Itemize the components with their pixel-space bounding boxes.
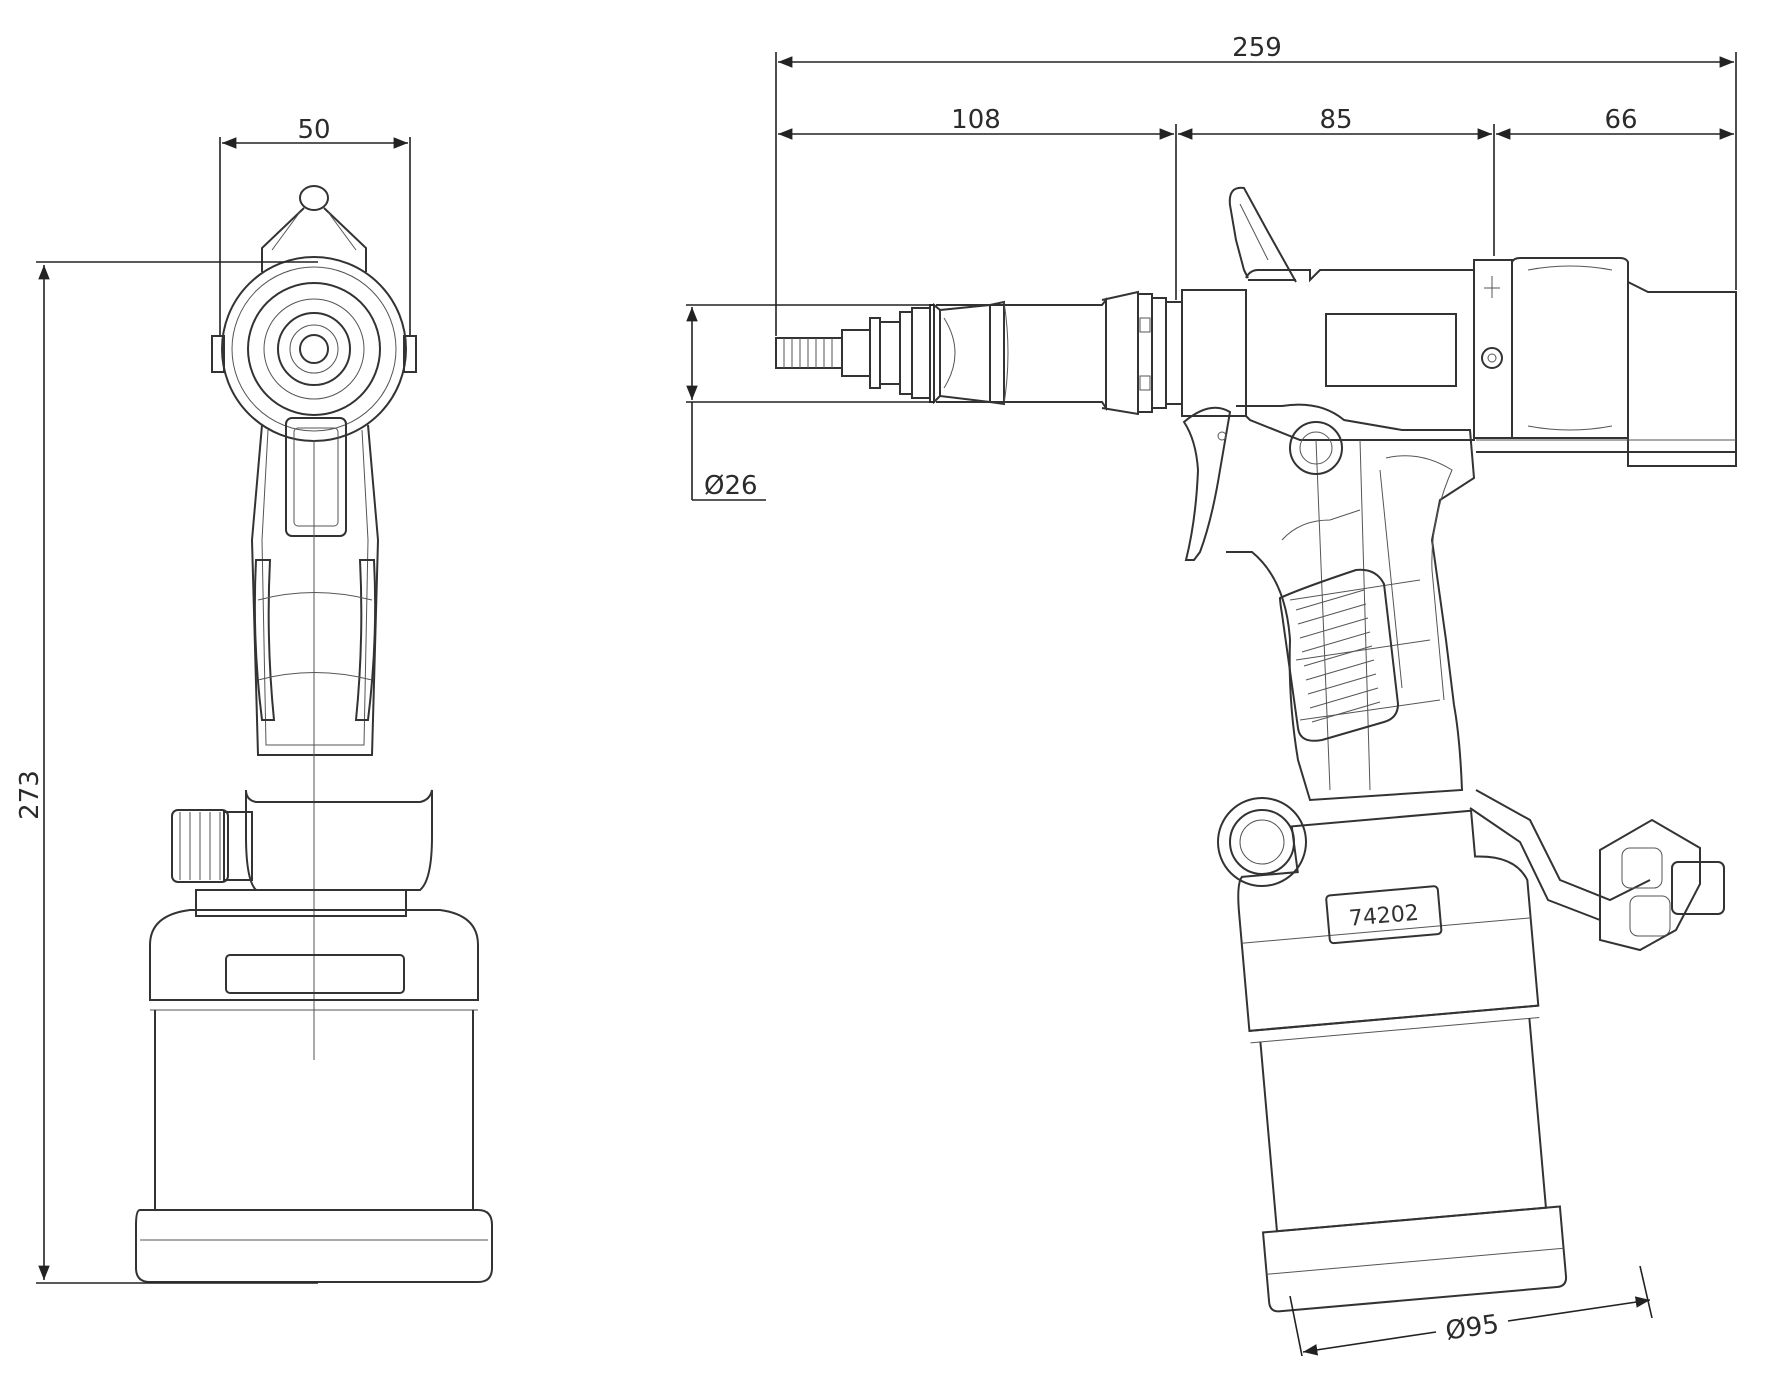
nosepiece: [933, 300, 1009, 406]
mid-length-label: 85: [1319, 105, 1352, 135]
dimension-rear-length: 66: [1496, 105, 1734, 140]
side-body: [1181, 257, 1737, 467]
height-label: 273: [15, 770, 45, 820]
dimension-nose-length: 108: [778, 105, 1177, 300]
overall-length-label: 259: [1232, 33, 1282, 63]
side-view: 74202: [775, 186, 1737, 1313]
dimension-overall-length: 259: [775, 33, 1737, 336]
dimension-nose-diameter: Ø26: [686, 304, 934, 501]
dimension-front-width: 50: [219, 115, 411, 335]
nose-length-label: 108: [951, 105, 1001, 135]
rear-length-label: 66: [1604, 105, 1637, 135]
hanger-hook: [261, 185, 367, 272]
front-head: [211, 256, 417, 442]
threaded-nose: [775, 304, 935, 403]
frame-tube: [936, 290, 1183, 416]
front-handle: [250, 417, 380, 1060]
pistol-grip: [1182, 403, 1476, 802]
front-view: [135, 185, 493, 1283]
width-label: 50: [297, 115, 330, 145]
dimension-mid-length: 85: [1178, 105, 1495, 256]
nose-diameter-label: Ø26: [704, 471, 758, 501]
side-base-cylinder: 74202: [1237, 809, 1568, 1313]
side-hanger: [1228, 186, 1297, 283]
front-valve-block: [171, 789, 433, 917]
front-base-cylinder: [135, 909, 493, 1283]
dimension-base-diameter: Ø95: [1289, 1265, 1653, 1357]
dimension-overall-height: 273: [15, 261, 318, 1284]
base-diameter-label: Ø95: [1444, 1309, 1501, 1346]
model-plate-text: 74202: [1348, 901, 1420, 932]
